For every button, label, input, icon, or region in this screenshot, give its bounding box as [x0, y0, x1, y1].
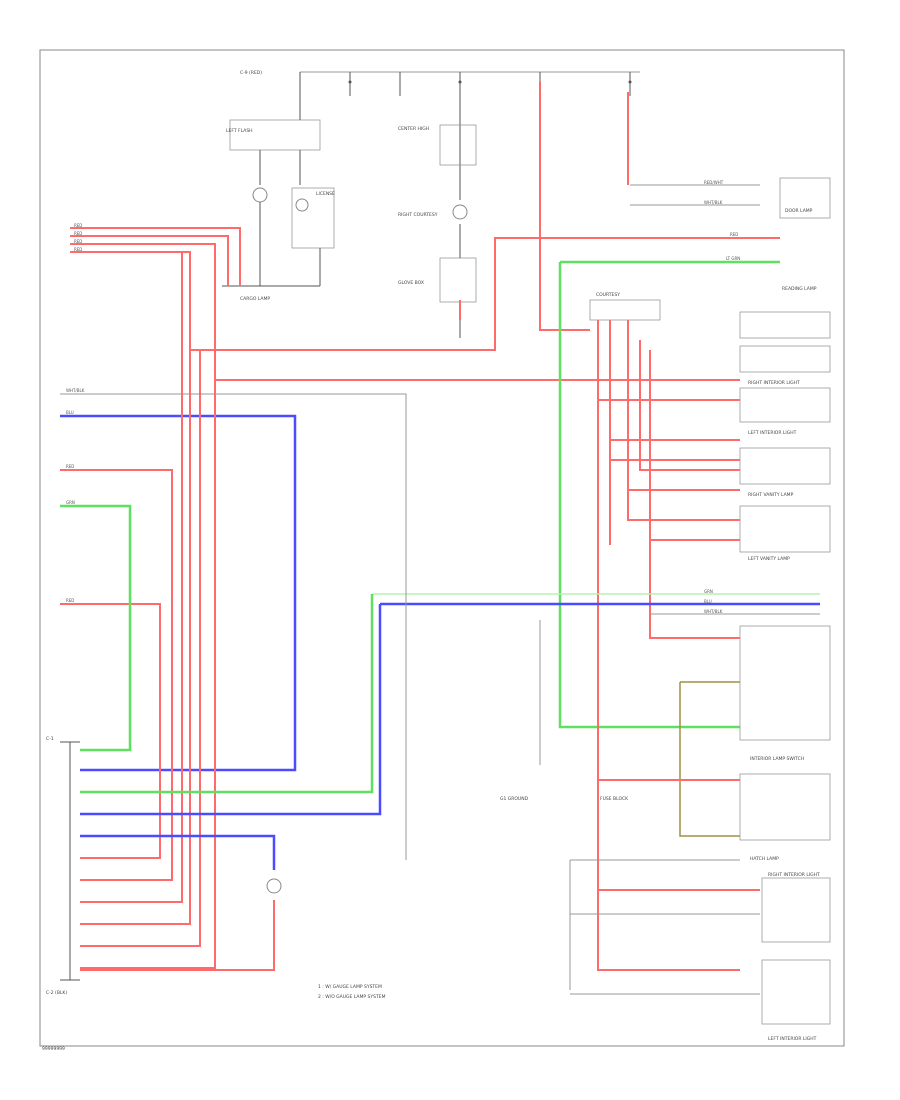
diagram-frame — [39, 49, 845, 1047]
svg-text:WHT/BLK: WHT/BLK — [704, 609, 723, 614]
center-lamp-block — [439, 124, 477, 166]
front-left-label: LEFT VANITY LAMP — [748, 556, 790, 562]
dome-lamp-icon — [266, 878, 282, 894]
front-right-2-box — [761, 877, 831, 943]
interior-lamp-switch-label: INTERIOR LAMP SWITCH — [750, 756, 804, 762]
svg-text:WHT/BLK: WHT/BLK — [704, 200, 723, 205]
door-lamp-switch-upper-label: DOOR LAMP — [785, 208, 813, 214]
courtesy-relay-label: COURTESY — [596, 292, 620, 298]
left-flash-lamp-label: LEFT FLASH — [226, 128, 253, 134]
svg-text:RED: RED — [74, 247, 82, 252]
svg-text:GRN: GRN — [704, 589, 713, 594]
svg-text:LT GRN: LT GRN — [726, 256, 740, 261]
rear-door-left-label: LEFT INTERIOR LIGHT — [748, 430, 797, 436]
figure-id: 99999999 — [42, 1046, 65, 1052]
interior-lamp-switch-box — [739, 625, 831, 741]
svg-text:BLU: BLU — [704, 599, 712, 604]
glove-box-lamp-label: GLOVE BOX — [398, 280, 424, 286]
front-right-box — [739, 447, 831, 485]
top-connector-label: C-9 (RED) — [240, 70, 262, 76]
left-flash-block — [229, 119, 321, 151]
reading-lamp-label: READING LAMP — [782, 286, 817, 292]
front-right-label: RIGHT VANITY LAMP — [748, 492, 794, 498]
svg-text:RED: RED — [66, 598, 74, 603]
right-courtesy-lamp-icon — [452, 204, 468, 220]
door-lamp-switch-box-1 — [739, 311, 831, 339]
svg-text:RED: RED — [74, 223, 82, 228]
front-left-2-box — [761, 959, 831, 1025]
door-lamp-switch-upper — [779, 177, 831, 219]
rear-door-right-label: RIGHT INTERIOR LIGHT — [748, 380, 800, 386]
center-lamp-label: CENTER HIGH — [398, 126, 429, 132]
left-flash-lamp-icon — [252, 187, 268, 203]
front-left-2-label: LEFT INTERIOR LIGHT — [768, 1036, 817, 1042]
ground-label: G1 GROUND — [500, 796, 529, 802]
front-left-box — [739, 505, 831, 553]
svg-text:RED: RED — [74, 239, 82, 244]
note-1: 1 : W/ GAUGE LAMP SYSTEM — [318, 984, 382, 990]
hatch-lamp-label: HATCH LAMP — [750, 856, 779, 862]
cargo-lamp-label: CARGO LAMP — [240, 296, 270, 302]
left-connector-top-label: C-1 — [46, 736, 54, 742]
svg-text:RED: RED — [66, 464, 74, 469]
svg-text:WHT/BLK: WHT/BLK — [66, 388, 85, 393]
door-lamp-switch-box-2 — [739, 345, 831, 373]
left-connector-label: C-2 (BLK) — [46, 990, 67, 996]
note-2: 2 : W/O GAUGE LAMP SYSTEM — [318, 994, 386, 1000]
license-lamp-icon — [295, 198, 309, 212]
front-right-2-label: RIGHT INTERIOR LIGHT — [768, 872, 820, 878]
svg-text:GRN: GRN — [66, 500, 75, 505]
svg-text:RED: RED — [730, 232, 738, 237]
right-courtesy-lamp-label: RIGHT COURTESY — [398, 212, 438, 218]
svg-text:RED/WHT: RED/WHT — [704, 180, 724, 185]
courtesy-relay-block — [589, 299, 661, 321]
rear-door-right-box — [739, 387, 831, 423]
svg-text:RED: RED — [74, 231, 82, 236]
license-lamp-block — [291, 187, 335, 249]
svg-text:BLU: BLU — [66, 410, 74, 415]
fuse-block-label: FUSE BLOCK — [600, 796, 629, 802]
hatch-lamp-box — [739, 773, 831, 841]
glove-box-block — [439, 257, 477, 303]
license-lamp-label: LICENSE — [316, 191, 335, 197]
